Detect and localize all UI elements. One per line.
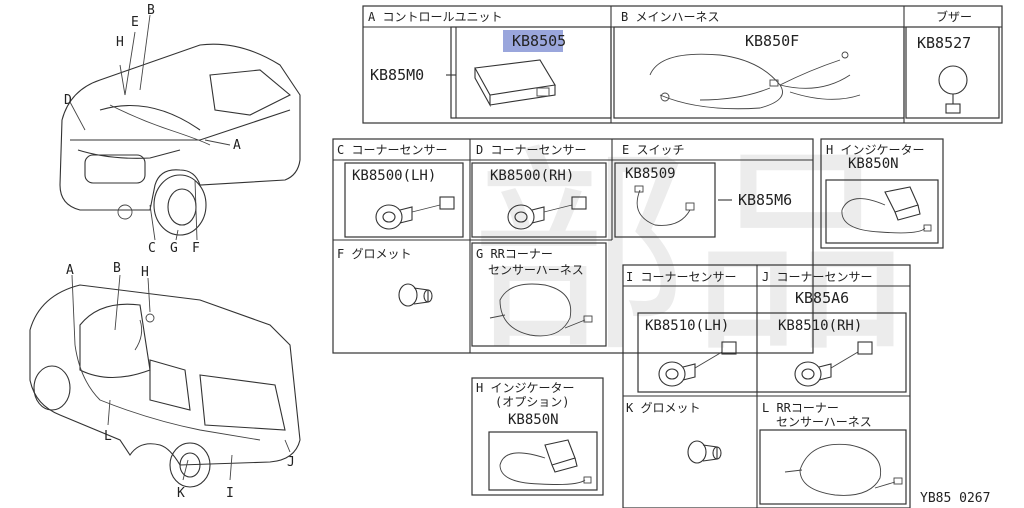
header-J: J コーナーセンサー [762,270,872,284]
grommet-F-icon [398,283,433,307]
header-H-1: H インジケーター [826,143,924,157]
callout-rear-K: K [177,486,185,501]
corner-sensor-I-icon [658,341,737,387]
callout-rear-B: B [113,261,121,276]
header-H-2-line1: H インジケーター [476,381,574,395]
panel-indicator-2: H インジケーター (オプション) KB850N [471,377,604,496]
assembly-KB85A6: KB85A6 [795,289,849,307]
callout-rear-L: L [104,429,112,444]
callout-rear-I: I [226,486,234,501]
part-KB850F: KB850F [745,32,799,50]
panel-mid: C コーナーセンサー D コーナーセンサー E スイッチ KB8500(LH) … [332,138,814,354]
assembly-KB85M0: KB85M0 [370,66,424,84]
part-KB8505: KB8505 [512,32,566,50]
callout-rear-A: A [66,263,74,278]
part-KB8500-RH: KB8500(RH) [490,168,574,184]
callout-E: E [131,15,139,30]
callout-G: G [170,241,178,256]
header-buzzer: ブザー [936,9,972,24]
header-K: K グロメット [626,401,700,415]
panel-top: A コントロールユニット B メインハーネス ブザー KB8505 KB85M0… [362,5,1003,124]
callout-rear-H: H [141,265,149,280]
header-I: I コーナーセンサー [626,270,736,284]
corner-sensor-J-icon [794,341,873,387]
callout-rear-J: J [287,455,295,470]
callout-F: F [192,241,200,256]
rear-car-illustration: A B H L K I J [29,261,301,501]
header-B: B メインハーネス [621,10,719,24]
header-G-line1: G RRコーナー [476,247,553,261]
front-car-illustration: B E H D A C G F [59,3,301,256]
panel-bottom: I コーナーセンサー J コーナーセンサー KB85A6 KB8510(LH) … [622,264,911,508]
header-A: A コントロールユニット [368,10,502,24]
part-KB850N-2: KB850N [508,412,559,428]
header-G-line2: センサーハーネス [488,263,584,277]
part-KB850N-1: KB850N [848,156,899,172]
callout-B: B [147,3,155,18]
header-H-2-line2: (オプション) [495,395,569,409]
header-L-line2: センサーハーネス [776,415,872,429]
grommet-K-icon [687,440,722,464]
diagram-code: YB85 0267 [920,491,990,506]
rr-corner-harness-L-icon [784,443,903,496]
corner-sensor-LH-icon [375,196,455,230]
callout-H: H [116,35,124,50]
callout-A: A [233,138,241,153]
corner-sensor-RH-icon [507,196,587,230]
callout-C: C [148,241,156,256]
main-harness-icon [649,51,861,110]
header-C: C コーナーセンサー [337,143,447,157]
control-unit-icon [474,59,556,108]
rr-corner-harness-G-icon [489,283,593,337]
buzzer-icon [938,65,968,114]
header-D: D コーナーセンサー [476,143,586,157]
part-KB8509: KB8509 [625,166,676,182]
part-KB8510-LH: KB8510(LH) [645,318,729,334]
watermark: 部品 [470,126,910,382]
header-L-line1: L RRコーナー [762,401,839,415]
part-KB8510-RH: KB8510(RH) [778,318,862,334]
part-KB8527: KB8527 [917,34,971,52]
header-F: F グロメット [337,247,411,261]
highlight-box [503,30,563,52]
assembly-KB85M6: KB85M6 [738,191,792,209]
switch-icon [634,185,695,226]
header-E: E スイッチ [622,143,684,157]
part-KB8500-LH: KB8500(LH) [352,168,436,184]
callout-D: D [64,93,72,108]
panel-indicator-1: H インジケーター KB850N [820,138,944,249]
